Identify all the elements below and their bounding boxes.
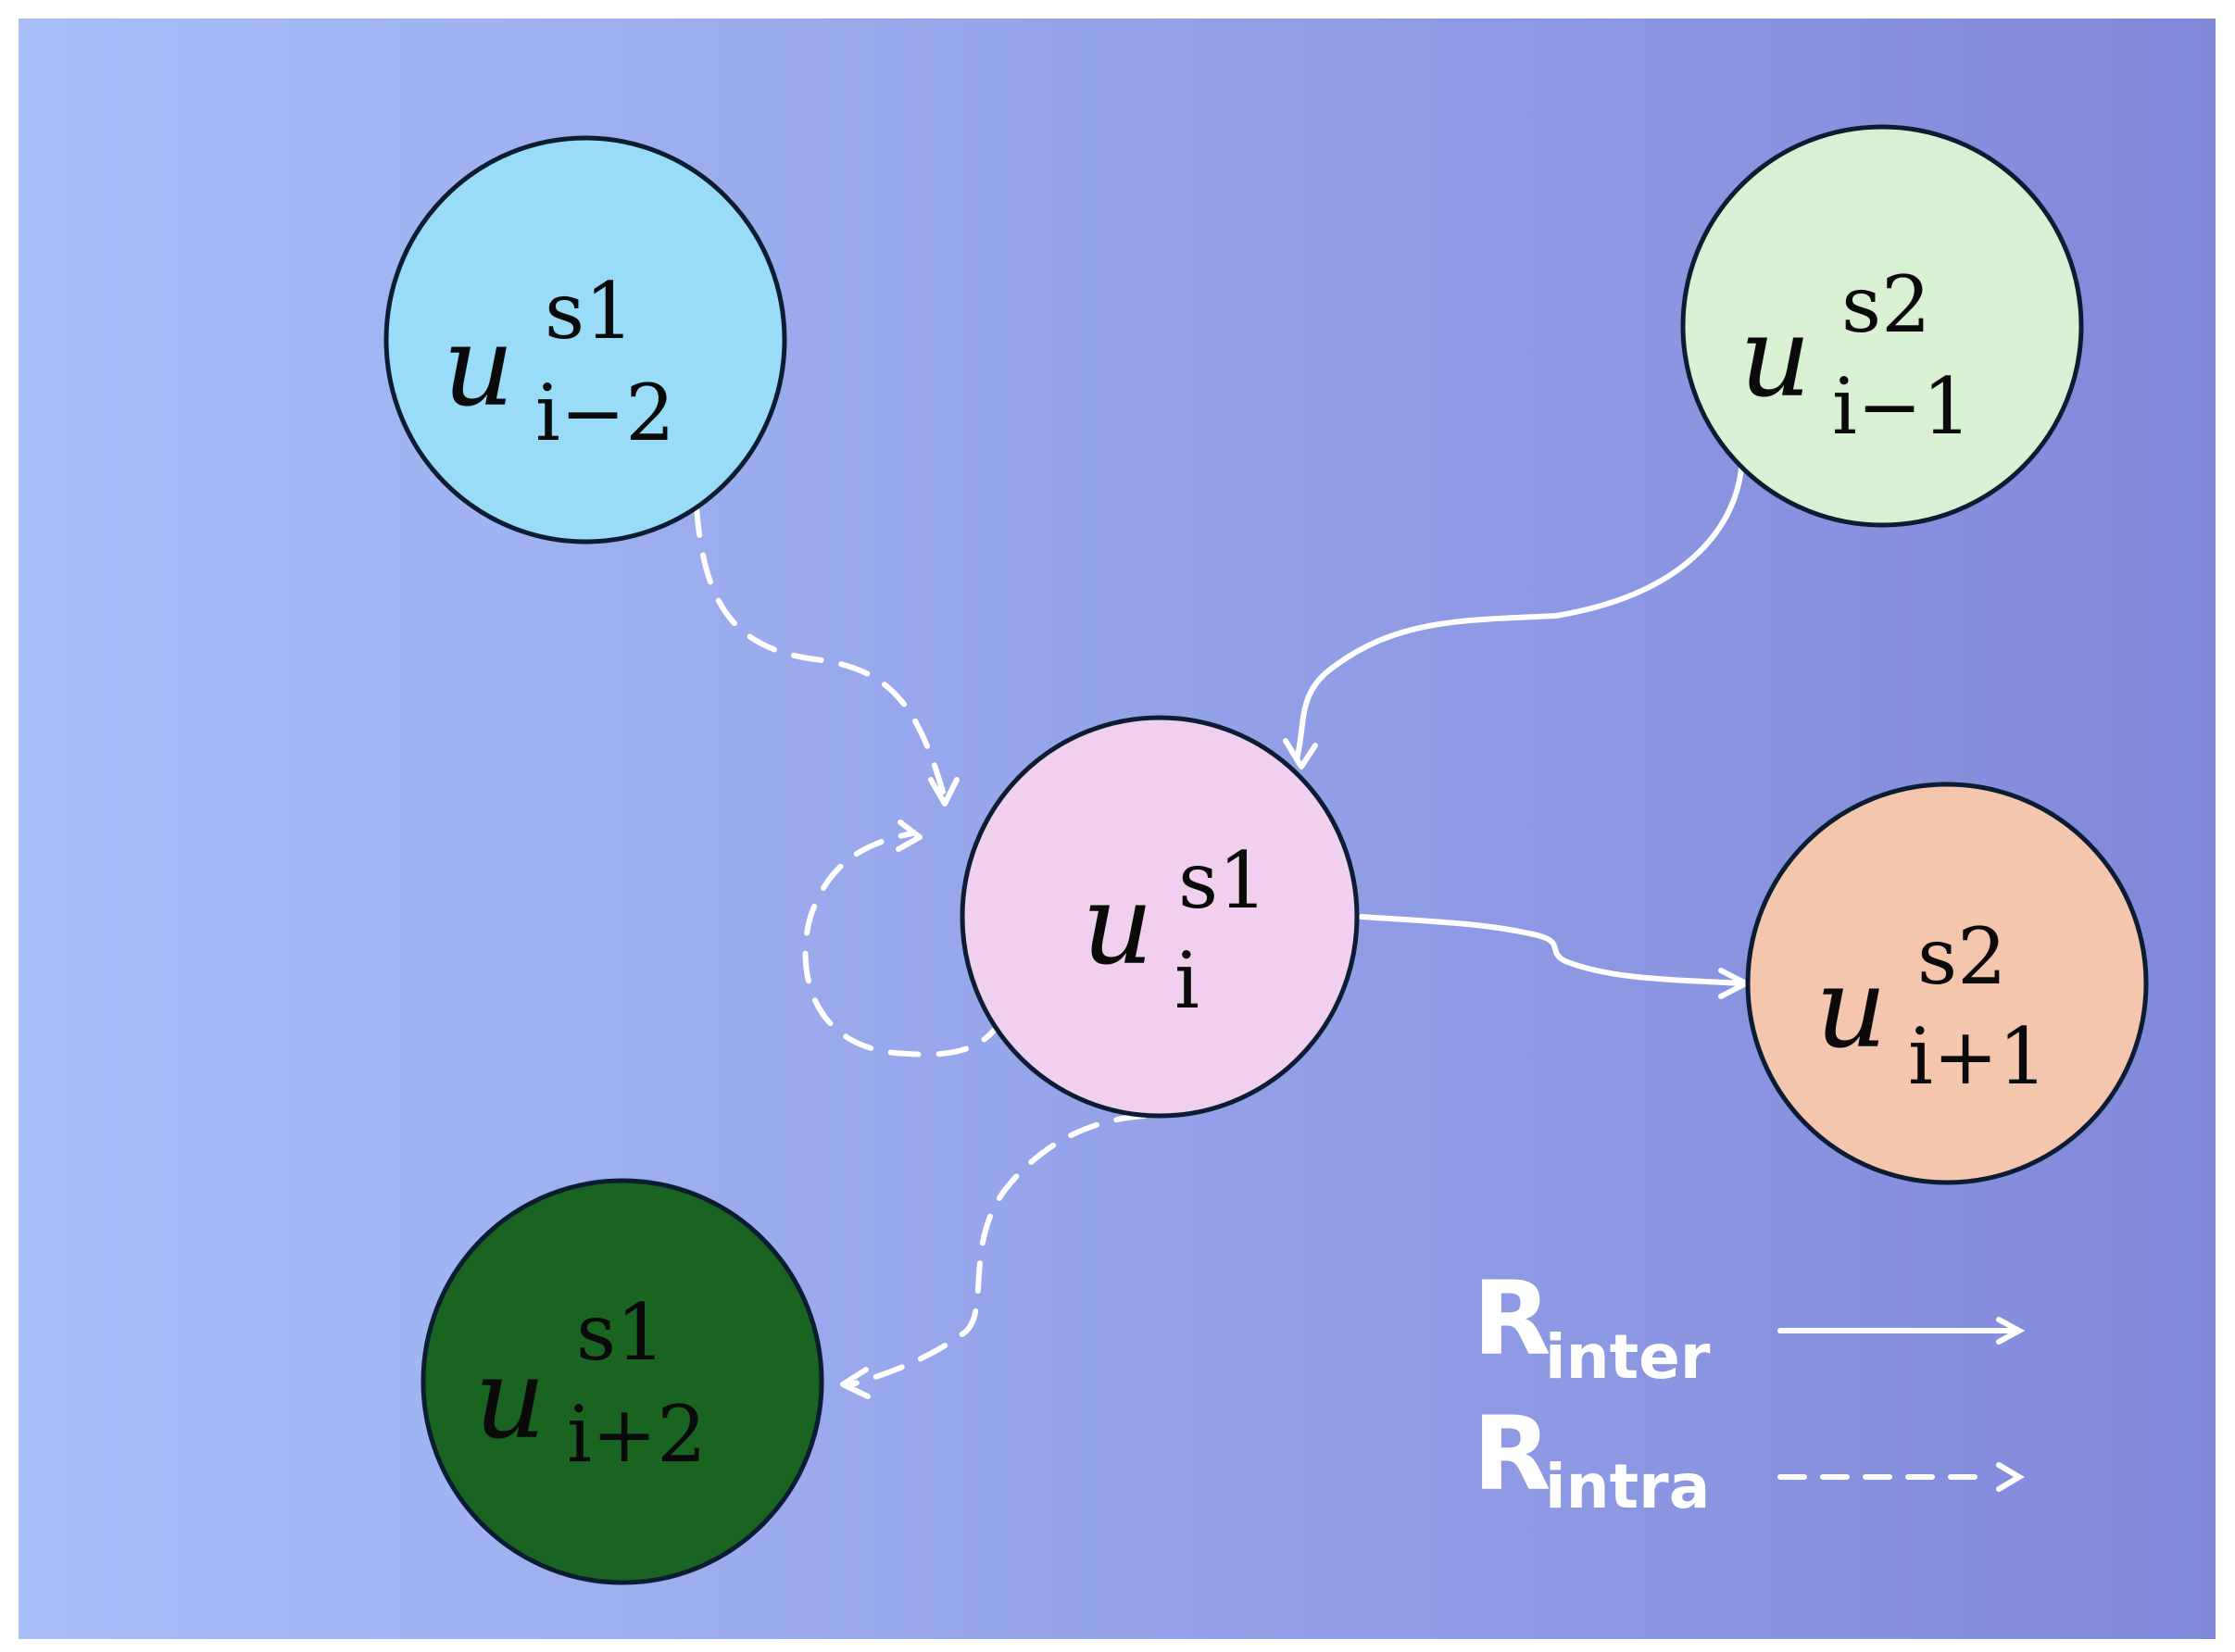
node-label-subscript: i+2 — [567, 1389, 707, 1480]
legend-item-intra: R intra — [1473, 1395, 2025, 1522]
node-u-s2-i-minus-1: u s2 i−1 — [1680, 124, 2084, 528]
node-label-superscript: s1 — [545, 266, 634, 357]
node-u-s1-i: u s1 i — [960, 715, 1360, 1119]
node-u-s2-i-plus-1: u s2 i+1 — [1745, 782, 2149, 1185]
legend-label-intra-sub: intra — [1545, 1451, 1710, 1522]
legend-line-solid — [1777, 1317, 2026, 1345]
edge-intra-self-loop-i — [802, 820, 1005, 1058]
legend-label-inter-sub: inter — [1545, 1321, 1711, 1393]
node-label-base: u — [443, 303, 514, 432]
node-label-subscript: i−1 — [1832, 361, 1972, 452]
edge-inter-i-minus-1-to-i — [1283, 465, 1744, 770]
node-label-base: u — [1082, 861, 1153, 990]
legend-line-dashed — [1777, 1462, 2025, 1492]
legend-item-inter: R inter — [1473, 1259, 2026, 1393]
node-label-superscript: s1 — [1178, 835, 1268, 926]
node-label-base: u — [474, 1335, 546, 1464]
node-label-superscript: s2 — [1841, 259, 1931, 350]
legend: R inter R intra — [1473, 1259, 2026, 1522]
node-u-s1-i-minus-2: u s1 i−2 — [383, 135, 787, 544]
node-label-superscript: s2 — [1917, 911, 2007, 1002]
edge-intra-i-to-i-plus-2 — [840, 1113, 1147, 1399]
legend-label-inter-main: R — [1473, 1259, 1551, 1378]
node-label-subscript: i−2 — [535, 368, 675, 458]
legend-label-intra-main: R — [1473, 1395, 1551, 1513]
node-label-base: u — [1815, 945, 1887, 1073]
node-label-subscript: i+1 — [1908, 1011, 2048, 1102]
node-u-s1-i-plus-2: u s1 i+2 — [421, 1178, 824, 1585]
node-label-superscript: s1 — [576, 1287, 666, 1378]
node-label-base: u — [1739, 294, 1811, 422]
edge-intra-i-minus-2-to-i — [694, 505, 960, 807]
node-label-subscript: i — [1174, 935, 1199, 1026]
